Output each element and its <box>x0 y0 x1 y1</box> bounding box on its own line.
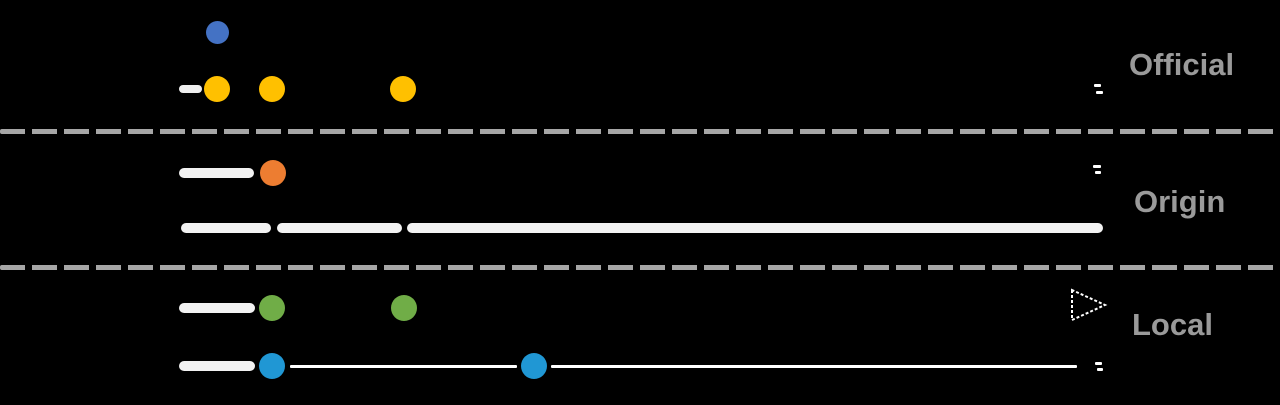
origin-main-line-seg-1 <box>181 223 271 233</box>
official-end-mark-1 <box>1094 84 1101 87</box>
local-end-mark-1 <box>1095 362 1102 365</box>
origin-branch-stub <box>179 168 254 178</box>
official-yellow-commit-1 <box>204 76 230 102</box>
open-arrowhead-shape <box>1071 288 1108 322</box>
divider-origin-local <box>0 265 1280 270</box>
divider-official-origin <box>0 129 1280 134</box>
local-end-mark-2 <box>1097 368 1103 371</box>
official-line-stub <box>179 85 202 93</box>
local-green-commit-1 <box>259 295 285 321</box>
official-yellow-commit-3 <box>390 76 416 102</box>
local-green-commit-2 <box>391 295 417 321</box>
official-end-mark-2 <box>1096 91 1103 94</box>
origin-end-mark-2 <box>1095 171 1101 174</box>
local-green-stub <box>179 303 255 313</box>
band-label-local: Local <box>1132 307 1213 342</box>
origin-main-line-seg-2 <box>277 223 402 233</box>
official-blue-commit <box>206 21 229 44</box>
local-cyan-commit-2 <box>521 353 547 379</box>
official-yellow-commit-2 <box>259 76 285 102</box>
band-label-official: Official <box>1129 47 1235 82</box>
origin-orange-commit <box>260 160 286 186</box>
local-cyan-stub <box>179 361 255 371</box>
local-thin-line-seg-2 <box>551 365 1077 368</box>
band-label-origin: Origin <box>1134 184 1226 219</box>
local-cyan-commit-1 <box>259 353 285 379</box>
local-thin-line-seg-1 <box>290 365 517 368</box>
open-arrowhead-icon <box>1071 288 1108 322</box>
origin-main-line-seg-3 <box>407 223 1103 233</box>
origin-end-mark-1 <box>1093 165 1101 168</box>
